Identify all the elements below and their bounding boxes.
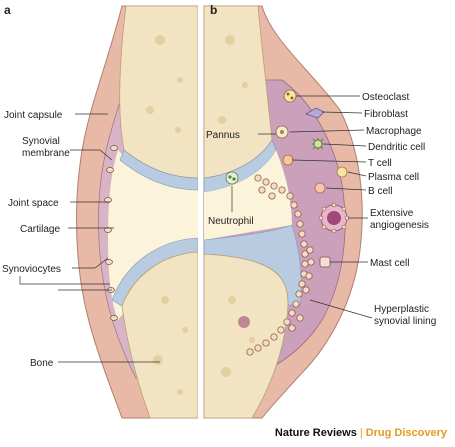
label-synoviocytes: Synoviocytes <box>2 264 61 275</box>
label-pannus: Pannus <box>206 130 240 141</box>
macrophage-cell <box>275 125 289 139</box>
lower-bone-right <box>203 253 289 419</box>
hyperplastic-lining-cells <box>246 174 315 356</box>
label-bone: Bone <box>30 358 54 369</box>
label-synovial-membrane-line1: Synovial <box>22 136 60 147</box>
upper-bone-left <box>119 5 199 179</box>
label-cartilage: Cartilage <box>20 224 60 235</box>
publisher-credit: Nature Reviews|Drug Discovery <box>275 427 447 439</box>
label-dendritic-cell: Dendritic cell <box>368 142 425 153</box>
label-mast-cell: Mast cell <box>370 258 409 269</box>
mast-cell <box>319 256 331 268</box>
label-hyperplastic-line2: synovial lining <box>374 316 436 327</box>
label-osteoclast: Osteoclast <box>362 92 409 103</box>
credit-journal: Drug Discovery <box>365 427 447 439</box>
label-synovial-membrane-line2: membrane <box>22 148 70 159</box>
leader-lines <box>19 95 373 363</box>
label-b-cell: B cell <box>368 186 392 197</box>
dendritic-cell <box>312 138 324 150</box>
t-cell <box>282 154 294 166</box>
osteoclast-cell <box>283 89 297 103</box>
angiogenesis-vessel <box>318 202 350 234</box>
credit-publisher: Nature Reviews <box>274 427 357 439</box>
credit-separator: | <box>359 427 363 439</box>
bone-trabeculae-left <box>146 35 188 395</box>
bone-trabeculae-right <box>218 35 255 377</box>
label-t-cell: T cell <box>368 158 392 169</box>
panel-b-inflamed-joint <box>203 5 363 419</box>
neutrophil-cell <box>225 171 239 185</box>
joint-space-right <box>204 150 292 240</box>
label-angiogenesis-line2: angiogenesis <box>370 220 429 231</box>
plasma-cell <box>336 166 348 178</box>
panel-label-b: b <box>210 3 217 17</box>
label-joint-space: Joint space <box>8 198 59 209</box>
label-joint-capsule: Joint capsule <box>4 110 63 121</box>
label-macrophage: Macrophage <box>366 126 422 137</box>
panel-label-a: a <box>4 3 11 17</box>
panel-a-normal-joint <box>76 5 199 419</box>
label-angiogenesis-line1: Extensive <box>370 208 414 219</box>
b-cell <box>314 182 326 194</box>
label-hyperplastic-line1: Hyperplastic <box>374 304 429 315</box>
label-plasma-cell: Plasma cell <box>368 172 419 183</box>
pannus-erosion-spot <box>238 316 250 328</box>
panel-divider <box>198 0 204 420</box>
label-fibroblast: Fibroblast <box>364 109 408 120</box>
label-neutrophil: Neutrophil <box>208 216 254 227</box>
